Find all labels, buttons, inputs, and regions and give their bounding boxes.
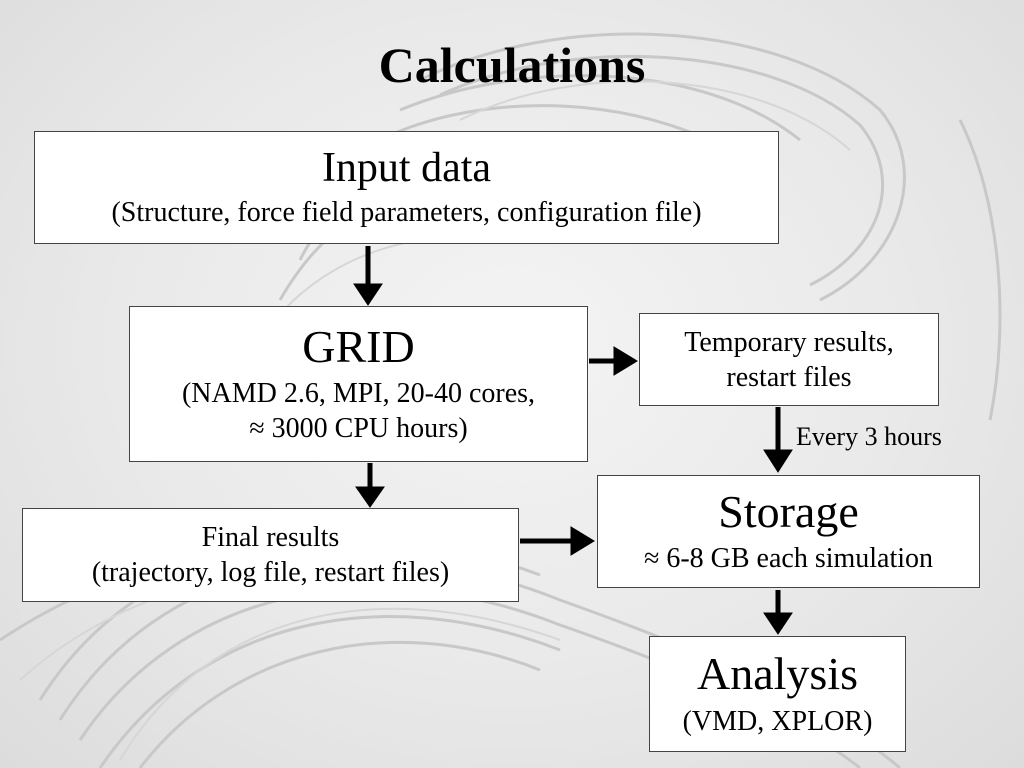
- arrow-grid-to-final: [355, 463, 385, 508]
- analysis-heading: Analysis: [697, 648, 858, 700]
- grid-box: GRID (NAMD 2.6, MPI, 20-40 cores, ≈ 3000…: [129, 306, 588, 462]
- temporary-results-box: Temporary results, restart files: [639, 313, 939, 406]
- grid-detail-line1: (NAMD 2.6, MPI, 20-40 cores,: [181, 378, 536, 410]
- storage-heading: Storage: [718, 485, 859, 537]
- arrow-temporary-to-storage: [763, 407, 793, 473]
- temporary-results-line2: restart files: [726, 361, 852, 393]
- final-results-line1: Final results: [201, 522, 340, 553]
- storage-detail: ≈ 6-8 GB each simulation: [643, 543, 934, 575]
- interval-label: Every 3 hours: [796, 422, 942, 451]
- analysis-detail: (VMD, XPLOR): [682, 705, 873, 737]
- analysis-box: Analysis (VMD, XPLOR): [649, 636, 906, 752]
- arrow-storage-to-analysis: [763, 590, 793, 635]
- input-data-detail: (Structure, force field parameters, conf…: [111, 197, 702, 229]
- slide-title: Calculations: [378, 37, 646, 93]
- grid-heading: GRID: [302, 320, 415, 372]
- arrow-input-to-grid: [353, 246, 383, 306]
- arrow-final-to-storage: [520, 526, 595, 556]
- arrow-grid-to-temporary: [589, 346, 638, 376]
- storage-box: Storage ≈ 6-8 GB each simulation: [597, 475, 980, 588]
- input-data-heading: Input data: [321, 144, 492, 191]
- temporary-results-line1: Temporary results,: [684, 326, 894, 358]
- final-results-line2: (trajectory, log file, restart files): [91, 557, 450, 588]
- grid-detail-line2: ≈ 3000 CPU hours): [249, 413, 468, 445]
- input-data-box: Input data (Structure, force field param…: [34, 131, 779, 244]
- final-results-box: Final results (trajectory, log file, res…: [22, 508, 519, 602]
